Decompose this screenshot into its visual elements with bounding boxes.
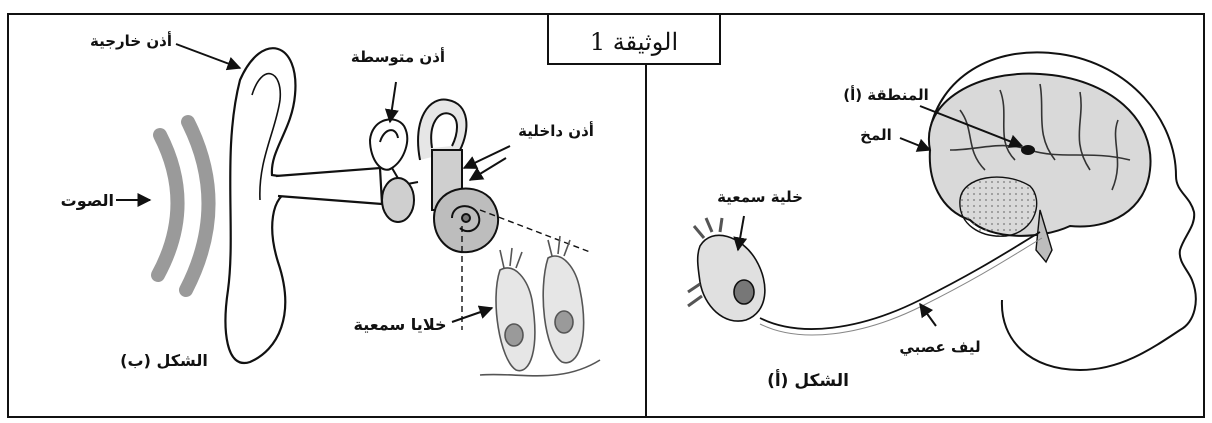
nerve-fiber-arrow — [920, 304, 936, 326]
hair-cells-label: خلايا سمعية — [354, 315, 447, 334]
brain-label: المخ — [860, 126, 892, 144]
outer-ear-label: أذن خارجية — [90, 31, 172, 50]
nerve-fiber-label: ليف عصبي — [899, 338, 980, 356]
brain-illustration — [929, 74, 1151, 262]
sound-waves — [158, 122, 209, 290]
auditory-cell-label: خلية سمعية — [717, 188, 803, 206]
region-a-spot — [1021, 145, 1035, 155]
hair-cells-illustration — [480, 236, 600, 376]
middle-ear-arrow — [390, 82, 396, 122]
brain-arrow — [900, 138, 930, 150]
region-a-label: المنطقة (أ) — [843, 85, 929, 104]
middle-ear-label: أذن متوسطة — [351, 47, 445, 66]
sound-label: الصوت — [61, 191, 114, 210]
inner-ear-arrow — [470, 158, 506, 180]
auditory-cell-illustration — [688, 218, 765, 321]
nerve-fiber — [760, 232, 1040, 329]
panel-b: أذن خارجية أذن متوسطة أذن داخلية الصوت خ… — [61, 31, 600, 376]
panel-b-caption: الشكل (ب) — [120, 351, 208, 370]
panel-a: المنطقة (أ) المخ خلية سمعية ليف عصبي الش… — [688, 52, 1196, 391]
nerve-fiber-outline — [760, 238, 1042, 335]
inner-ear-illustration — [418, 100, 498, 253]
inner-ear-arrow — [464, 146, 510, 168]
document-title: الوثيقة 1 — [590, 28, 678, 56]
hair-cells-arrow — [452, 308, 492, 322]
panel-a-caption: الشكل (أ) — [767, 369, 849, 391]
inner-ear-label: أذن داخلية — [518, 121, 594, 140]
outer-ear-arrow — [176, 44, 240, 68]
